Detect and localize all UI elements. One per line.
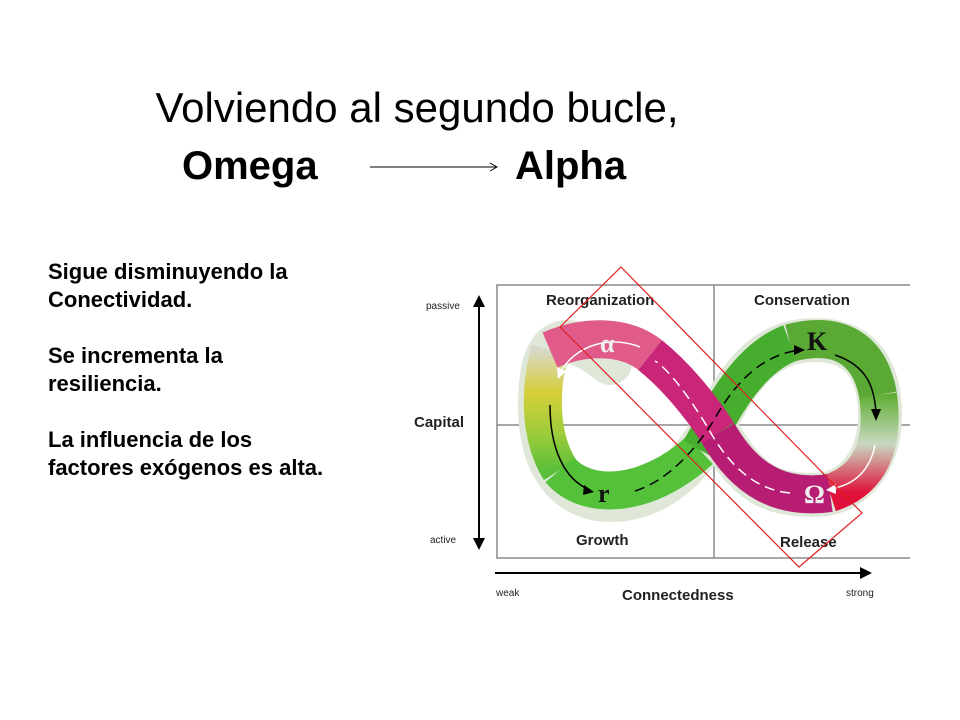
highlight-diamond xyxy=(559,266,863,568)
omega-word: Omega xyxy=(182,144,318,188)
quadrant-conservation-label: Conservation xyxy=(754,292,850,309)
y-axis-top-label: passive xyxy=(426,301,460,312)
x-axis-right-label: strong xyxy=(846,588,874,599)
alpha-word: Alpha xyxy=(515,144,627,188)
r-symbol: r xyxy=(598,479,610,508)
omega-symbol: Ω xyxy=(804,480,825,509)
x-axis-left-label: weak xyxy=(495,588,520,599)
paragraph-connectivity: Sigue disminuyendo la Conectividad. xyxy=(48,259,288,312)
x-axis: weak Connectedness strong xyxy=(495,567,874,604)
paragraph-exogenous: La influencia de los factores exógenos e… xyxy=(48,427,324,480)
slide-title: Volviendo al segundo bucle, xyxy=(155,84,679,131)
quadrant-growth-label: Growth xyxy=(576,532,629,549)
body-text: Sigue disminuyendo la Conectividad. Se i… xyxy=(48,258,328,510)
y-axis-bottom-label: active xyxy=(430,535,457,546)
x-axis-label: Connectedness xyxy=(622,587,734,604)
alpha-symbol: α xyxy=(600,329,615,358)
k-symbol: K xyxy=(807,327,828,356)
y-axis: passive Capital active xyxy=(414,295,485,550)
adaptive-cycle-loop xyxy=(517,317,903,523)
y-axis-label: Capital xyxy=(414,414,464,431)
quadrant-reorganization-label: Reorganization xyxy=(546,292,654,309)
right-arrow-icon xyxy=(370,162,499,172)
paragraph-resilience: Se incrementa la resiliencia. xyxy=(48,343,223,396)
adaptive-cycle-diagram: passive Capital active weak Connectednes… xyxy=(414,266,910,604)
